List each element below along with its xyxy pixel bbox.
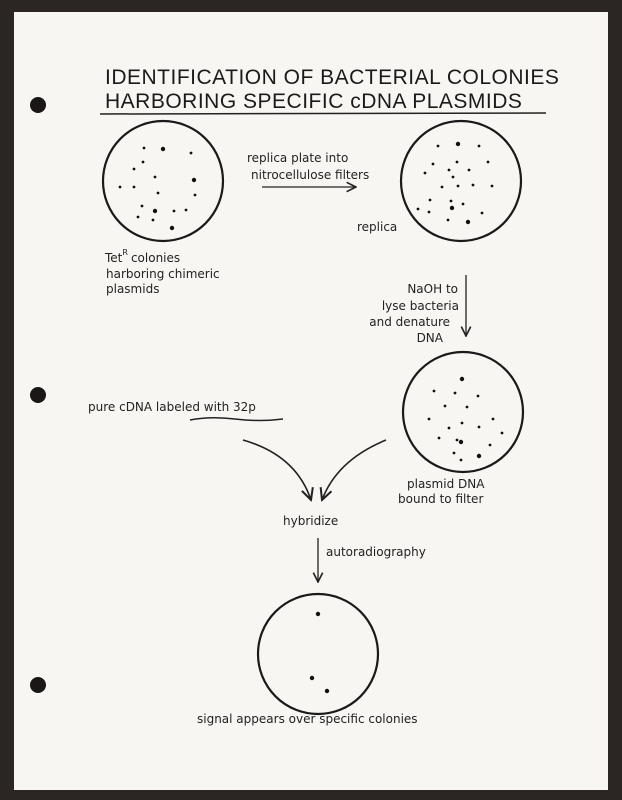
- colony-dot: [153, 175, 157, 179]
- colony-dot: [193, 193, 197, 197]
- title-line-1: IDENTIFICATION OF BACTERIAL COLONIES: [105, 66, 559, 89]
- paper-sheet: [14, 12, 608, 790]
- colony-dot: [443, 404, 447, 408]
- colony-dot: [416, 207, 420, 211]
- colony-dot: [453, 391, 457, 395]
- colony-dot: [452, 451, 456, 455]
- result-label: signal appears over specific colonies: [197, 712, 418, 726]
- colony-dot: [455, 160, 459, 164]
- colony-dot: [172, 209, 176, 213]
- title-line-2: HARBORING SPECIFIC cDNA PLASMIDS: [105, 90, 522, 113]
- colony-dot: [152, 208, 158, 214]
- colony-dot: [488, 443, 492, 447]
- colony-dot: [477, 425, 481, 429]
- colony-dot: [423, 171, 427, 175]
- colony-dot: [465, 405, 469, 409]
- lyse-label-3: and denature: [369, 315, 450, 329]
- colony-dot: [156, 191, 160, 195]
- colony-dot: [476, 453, 482, 459]
- colony-dot: [480, 211, 484, 215]
- lyse-label-1: NaOH to: [407, 282, 458, 296]
- colony-dot: [324, 688, 330, 694]
- probe-label: pure cDNA labeled with 32p: [88, 400, 256, 414]
- colony-dot: [461, 202, 465, 206]
- colony-dot: [427, 210, 431, 214]
- colony-dot: [136, 215, 140, 219]
- colony-dot: [500, 431, 504, 435]
- colony-dots: [118, 146, 197, 231]
- colony-dot: [431, 162, 435, 166]
- colony-dot: [476, 394, 480, 398]
- original-plate: [101, 119, 225, 243]
- colony-dot: [490, 184, 494, 188]
- replica-plate: [399, 119, 523, 243]
- punch-hole: [30, 387, 46, 403]
- colony-dot: [428, 198, 432, 202]
- colony-dot: [189, 151, 193, 155]
- filter-dots: [427, 376, 504, 462]
- colony-dot: [191, 177, 197, 183]
- colony-dot: [459, 458, 463, 462]
- replica-dots: [416, 141, 494, 225]
- colony-dot: [449, 199, 453, 203]
- replica-label: replica: [357, 220, 397, 234]
- colony-dot: [465, 219, 471, 225]
- original-plate-label-3: plasmids: [106, 282, 159, 296]
- colony-dot: [142, 146, 146, 150]
- colony-dot: [455, 438, 459, 442]
- colony-dot: [458, 439, 464, 445]
- colony-dot: [427, 417, 431, 421]
- lyse-label-2: lyse bacteria: [382, 299, 459, 313]
- colony-dot: [141, 160, 145, 164]
- colony-dot: [467, 168, 471, 172]
- colony-dot: [309, 675, 315, 681]
- filter-arrow: [322, 439, 387, 500]
- autoradiograph-plate: [256, 592, 380, 716]
- colony-dot: [169, 225, 175, 231]
- colony-dot: [459, 376, 465, 382]
- colony-dot: [140, 204, 144, 208]
- title-underline: [99, 112, 547, 115]
- filter-label-1: plasmid DNA: [407, 477, 485, 491]
- colony-dot: [446, 218, 450, 222]
- colony-dot: [455, 141, 461, 147]
- probe-arrow: [242, 439, 311, 500]
- autoradiography-label: autoradiography: [326, 545, 426, 559]
- colony-dot: [440, 185, 444, 189]
- colony-dot: [447, 426, 451, 430]
- colony-dot: [118, 185, 122, 189]
- colony-dot: [315, 611, 321, 617]
- colony-dot: [456, 184, 460, 188]
- original-plate-label-2: harboring chimeric: [106, 267, 220, 281]
- colony-dot: [436, 144, 440, 148]
- punch-hole: [30, 97, 46, 113]
- hybridize-label: hybridize: [283, 514, 338, 528]
- filter-label-2: bound to filter: [398, 492, 483, 506]
- filter-plate: [401, 350, 525, 474]
- colony-dot: [432, 389, 436, 393]
- colony-dot: [151, 218, 155, 222]
- colony-dot: [447, 168, 451, 172]
- replica-arrow-label-2: nitrocellulose filters: [251, 168, 369, 182]
- colony-dot: [491, 417, 495, 421]
- colony-dot: [477, 144, 481, 148]
- colony-dot: [132, 167, 136, 171]
- probe-underline: [189, 416, 284, 422]
- colony-dot: [449, 205, 455, 211]
- colony-dot: [160, 146, 166, 152]
- colony-dot: [132, 185, 136, 189]
- colony-dot: [471, 183, 475, 187]
- colony-dot: [184, 208, 188, 212]
- colony-dot: [460, 421, 464, 425]
- replica-arrow-label-1: replica plate into: [247, 151, 348, 165]
- signal-dots: [309, 611, 330, 694]
- colony-dot: [451, 175, 455, 179]
- colony-dot: [486, 160, 490, 164]
- colony-dot: [437, 436, 441, 440]
- punch-hole: [30, 677, 46, 693]
- lyse-label-4: DNA: [417, 331, 444, 345]
